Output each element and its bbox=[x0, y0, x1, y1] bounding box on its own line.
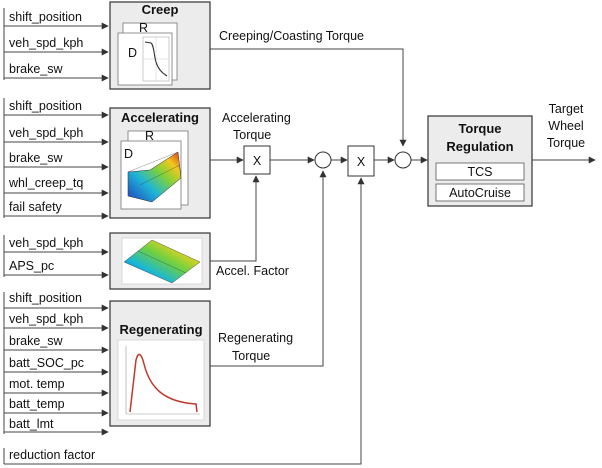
regen-input-label: batt_SOC_pc bbox=[9, 356, 84, 370]
autocruise-label: AutoCruise bbox=[449, 186, 511, 200]
accel-factor-map-icon bbox=[121, 237, 203, 285]
creep-map-label-r: R bbox=[139, 21, 148, 35]
sum-junction-2 bbox=[394, 151, 412, 169]
regenerating-inputs: shift_position veh_spd_kph brake_sw batt… bbox=[3, 291, 109, 436]
regen-input-label: brake_sw bbox=[9, 334, 63, 348]
creep-block-title: Creep bbox=[142, 2, 179, 17]
reduction-factor-label: reduction factor bbox=[9, 448, 95, 462]
regen-output-label-line2: Torque bbox=[232, 349, 270, 363]
torque-regulation-title-line1: Torque bbox=[458, 121, 501, 136]
accelerating-block-title: Accelerating bbox=[121, 110, 199, 125]
accel-input-label: veh_spd_kph bbox=[9, 126, 83, 140]
regen-output-label-line1: Regenerating bbox=[218, 331, 293, 345]
creep-map-icon: R D bbox=[117, 21, 178, 86]
creep-output-label: Creeping/Coasting Torque bbox=[219, 29, 364, 43]
regen-input-label: shift_position bbox=[9, 291, 82, 305]
autocruise-box bbox=[435, 183, 525, 202]
regen-input-label: batt_lmt bbox=[9, 417, 54, 431]
accel-factor-inputs: veh_spd_kph APS_pc bbox=[3, 235, 109, 279]
reduction-multiply-symbol: X bbox=[357, 155, 366, 169]
accel-input-label: whl_creep_tq bbox=[8, 176, 83, 190]
creep-map-label-d: D bbox=[128, 46, 137, 60]
accel-input-label: shift_position bbox=[9, 99, 82, 113]
regenerating-block-title: Regenerating bbox=[119, 322, 202, 337]
accel-map-label-d: D bbox=[124, 147, 133, 161]
creep-inputs: shift_position veh_spd_kph brake_sw bbox=[3, 8, 109, 82]
output-label-line3: Torque bbox=[547, 136, 585, 150]
tcs-box bbox=[435, 162, 525, 181]
accelerating-inputs: shift_position veh_spd_kph brake_sw whl_… bbox=[3, 98, 109, 220]
accel-factor-line bbox=[210, 175, 260, 262]
tcs-label: TCS bbox=[468, 165, 493, 179]
output-label-line1: Target bbox=[549, 102, 584, 116]
accel-input-label: brake_sw bbox=[9, 151, 63, 165]
regen-input-label: veh_spd_kph bbox=[9, 312, 83, 326]
regenerating-map-icon bbox=[117, 339, 205, 421]
torque-regulation-title-line2: Regulation bbox=[446, 139, 513, 154]
accel-factor-input-label: APS_pc bbox=[9, 259, 54, 273]
regen-input-label: mot. temp bbox=[9, 377, 65, 391]
accelerating-map-icon: R D bbox=[120, 129, 189, 210]
sum-junction-1 bbox=[314, 151, 332, 169]
accel-output-label-line2: Torque bbox=[233, 128, 271, 142]
creep-input-label: brake_sw bbox=[9, 62, 63, 76]
reduction-multiply-block bbox=[347, 145, 375, 177]
reduction-factor-line bbox=[4, 177, 365, 465]
creep-input-label: veh_spd_kph bbox=[9, 36, 83, 50]
output-label-line2: Wheel bbox=[548, 119, 583, 133]
regen-torque-line bbox=[210, 170, 327, 367]
accel-map-label-r: R bbox=[145, 129, 154, 143]
accel-factor-output-label: Accel. Factor bbox=[216, 264, 289, 278]
creep-input-label: shift_position bbox=[9, 10, 82, 24]
creep-torque-line bbox=[210, 48, 407, 147]
accel-multiply-symbol: X bbox=[253, 154, 262, 168]
accel-factor-input-label: veh_spd_kph bbox=[9, 236, 83, 250]
accel-input-label: fail safety bbox=[9, 200, 63, 214]
regen-input-label: batt_temp bbox=[9, 397, 65, 411]
accel-output-label-line1: Accelerating bbox=[222, 111, 291, 125]
